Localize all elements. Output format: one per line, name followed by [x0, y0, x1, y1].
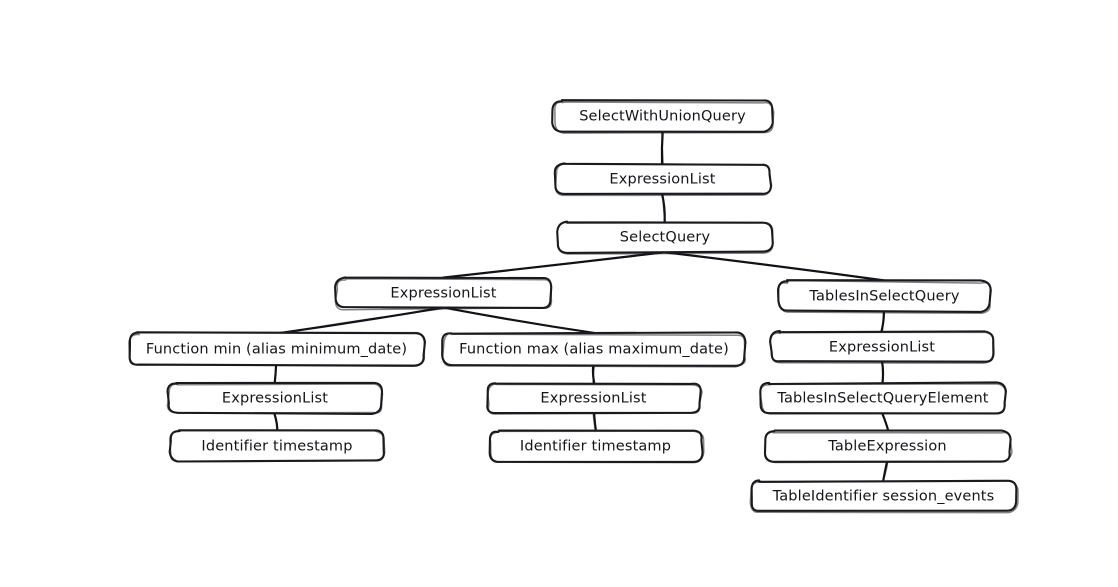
- node-outline-sketch: [489, 430, 705, 464]
- tree-node[interactable]: TablesInSelectQueryElement: [759, 381, 1007, 415]
- node-label: SelectWithUnionQuery: [579, 109, 746, 125]
- tree-edge: [273, 363, 278, 385]
- node-outline: [441, 331, 747, 367]
- tree-node[interactable]: ExpressionList: [486, 382, 703, 415]
- node-label: Function min (alias minimum_date): [146, 342, 407, 358]
- tree-node[interactable]: SelectQuery: [556, 220, 774, 255]
- node-outline-sketch: [554, 101, 775, 134]
- tree-node[interactable]: ExpressionList: [769, 329, 995, 364]
- tree-edge: [663, 251, 886, 282]
- tree-node[interactable]: Identifier timestamp: [168, 429, 386, 463]
- edge-layer: [273, 129, 890, 482]
- tree-edge: [442, 251, 666, 279]
- node-outline-sketch: [769, 331, 995, 364]
- node-outline-sketch: [166, 382, 384, 414]
- node-outline-sketch: [334, 278, 553, 311]
- node-outline-sketch: [764, 430, 1013, 464]
- tree-edge: [273, 412, 279, 433]
- node-outline-sketch: [749, 479, 1019, 514]
- tree-node[interactable]: TablesInSelectQuery: [776, 279, 992, 315]
- tree-edge: [881, 412, 890, 432]
- node-label: Function max (alias maximum_date): [459, 342, 729, 358]
- tree-edge: [591, 363, 596, 384]
- tree-node[interactable]: TableIdentifier session_events: [749, 479, 1019, 514]
- tree-node[interactable]: ExpressionList: [166, 381, 384, 415]
- node-outline-sketch: [777, 279, 992, 315]
- node-label: SelectQuery: [620, 230, 711, 246]
- tree-node[interactable]: ExpressionList: [553, 162, 773, 197]
- node-outline-sketch: [487, 383, 703, 415]
- tree-node[interactable]: Identifier timestamp: [488, 429, 705, 464]
- node-label: TablesInSelectQueryElement: [776, 391, 988, 407]
- node-label: ExpressionList: [390, 286, 496, 302]
- node-outline-sketch: [759, 383, 1007, 415]
- node-outline-sketch: [441, 332, 746, 368]
- node-label: Identifier timestamp: [520, 439, 671, 455]
- node-label: ExpressionList: [540, 391, 646, 407]
- node-label: ExpressionList: [829, 340, 935, 356]
- node-outline-sketch: [128, 331, 426, 366]
- tree-edge: [660, 129, 665, 166]
- tree-edge: [660, 192, 666, 223]
- tree-edge: [880, 310, 886, 334]
- node-label: Identifier timestamp: [201, 439, 352, 455]
- tree-edge: [880, 360, 885, 385]
- tree-node[interactable]: ExpressionList: [334, 276, 553, 311]
- node-outline-sketch: [556, 221, 774, 255]
- node-label: ExpressionList: [222, 391, 328, 407]
- tree-node[interactable]: TableExpression: [763, 429, 1013, 464]
- tree-node[interactable]: Function min (alias minimum_date): [128, 331, 426, 367]
- tree-node[interactable]: SelectWithUnionQuery: [551, 99, 775, 134]
- node-label: TablesInSelectQuery: [808, 289, 959, 305]
- node-layer: SelectWithUnionQueryExpressionListSelect…: [128, 99, 1019, 514]
- tree-node[interactable]: Function max (alias maximum_date): [441, 331, 747, 368]
- node-label: TableExpression: [827, 439, 946, 455]
- tree-edge: [441, 306, 596, 335]
- node-outline-sketch: [169, 429, 386, 463]
- node-outline-sketch: [554, 162, 773, 197]
- node-label: TableIdentifier session_events: [772, 489, 995, 505]
- node-label: ExpressionList: [609, 172, 715, 188]
- tree-edge: [592, 411, 597, 432]
- tree-edge: [274, 306, 445, 335]
- tree-edge: [882, 459, 889, 482]
